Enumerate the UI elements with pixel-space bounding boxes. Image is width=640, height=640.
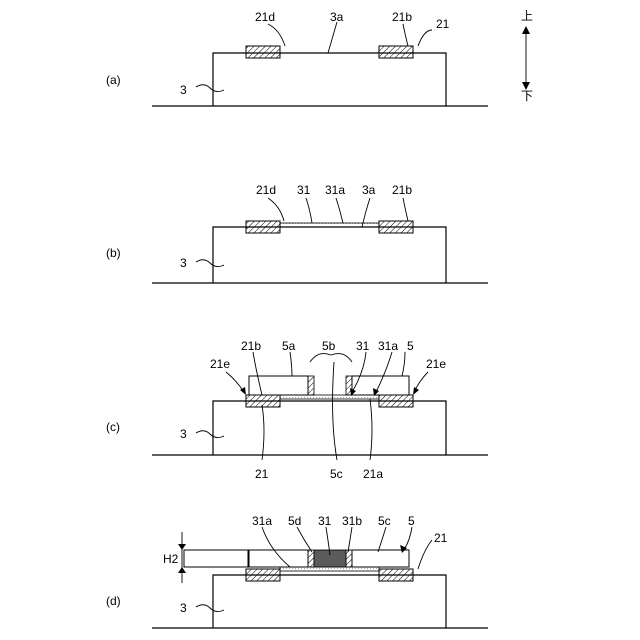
ref-31a: 31a [378,339,398,353]
ref-21e-right: 21e [426,357,446,371]
opening-wall-right [346,550,352,567]
ref-5c: 5c [378,514,391,528]
ref-21e-left: 21e [210,357,230,371]
pad-left [246,46,280,58]
ref-h2: H2 [163,552,179,566]
panel-label: (c) [106,420,120,434]
ref-21a: 21a [363,467,383,481]
pad-right [379,46,413,58]
ref-21b: 21b [241,339,261,353]
direction-up-label: 上 [521,9,533,23]
ref-31a: 31a [252,514,272,528]
ref-3: 3 [180,256,187,270]
ref-5b: 5b [322,339,336,353]
ref-3: 3 [180,601,187,615]
ref-5: 5 [407,339,414,353]
cover-left [249,550,308,567]
ref-3a: 3a [330,10,344,24]
film [280,567,379,571]
panel-c: (c) 21e 21b 5a 5b 31 31a 5 2 [106,339,488,481]
base-substrate [213,575,446,628]
direction-indicator: 上 下 [521,9,533,103]
panel-label: (a) [106,73,121,87]
pad-left [246,569,280,581]
ref-5a: 5a [282,339,296,353]
direction-down-label: 下 [521,89,533,103]
opening-wall-left [308,550,314,567]
ref-21: 21 [255,467,269,481]
panel-label: (b) [106,246,121,260]
pad-right [379,221,413,233]
ref-3: 3 [180,83,187,97]
panel-d: (d) H2 31a 5d 31 31b 5c 5 21 3 [106,514,488,628]
ref-3: 3 [180,427,187,441]
film [280,223,379,227]
cover-right [352,376,409,395]
cover-outer-left [184,550,248,567]
base-substrate [213,401,446,455]
cover-right [352,550,409,567]
panel-label: (d) [106,594,121,608]
film [280,395,379,399]
ref-31: 31 [297,183,311,197]
ref-21d: 21d [255,10,275,24]
ref-5c: 5c [330,467,343,481]
base-substrate [213,227,446,283]
ref-21b: 21b [392,183,412,197]
ref-21b: 21b [392,10,412,24]
base-substrate [213,53,446,106]
panel-b: (b) 21d 31 31a 3a 21b 3 [106,183,488,283]
ref-21d: 21d [256,183,276,197]
pad-right [379,569,413,581]
ref-31a: 31a [325,183,345,197]
ref-31b: 31b [342,514,362,528]
panel-a: (a) 21d 3a 21b 21 3 [106,10,488,106]
pad-left [246,395,280,407]
pad-left [246,221,280,233]
opening-wall-left [308,376,314,395]
ref-31: 31 [356,339,370,353]
ref-5d: 5d [288,514,301,528]
ref-3a: 3a [362,183,376,197]
ref-21: 21 [436,17,450,31]
ref-31: 31 [318,514,332,528]
ref-21: 21 [434,531,448,545]
pad-right [379,395,413,407]
ref-5: 5 [408,514,415,528]
